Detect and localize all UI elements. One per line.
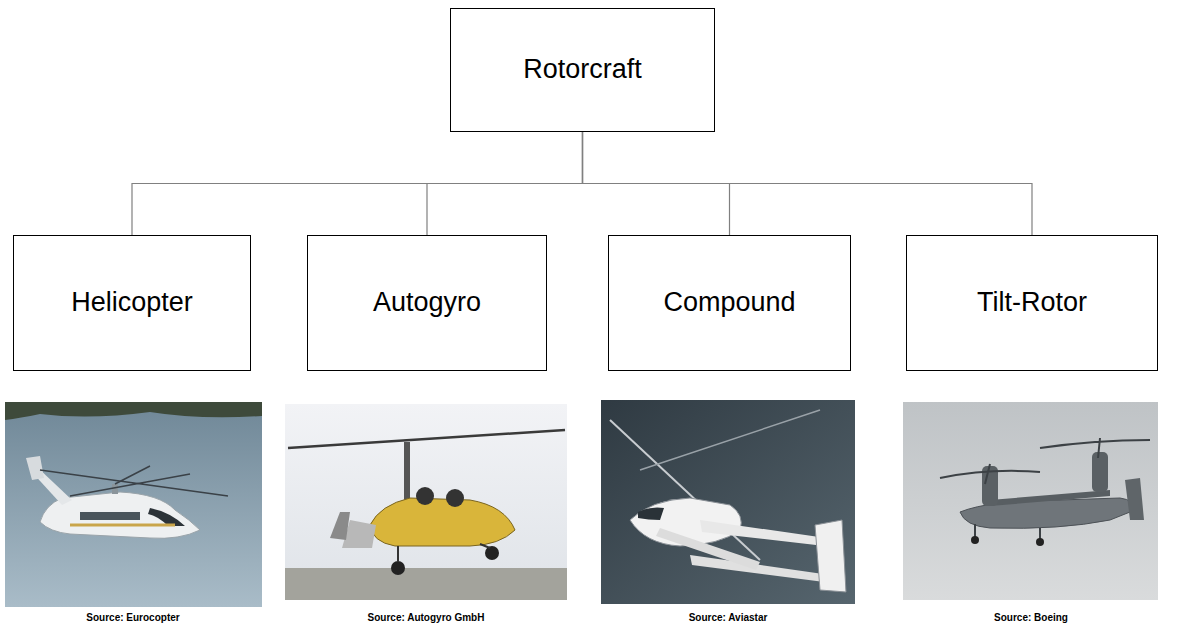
cockpit-window <box>148 508 185 526</box>
box-label: Autogyro <box>373 287 481 318</box>
pilot-helmet <box>416 487 434 505</box>
category-box: Autogyro <box>307 235 547 371</box>
source-caption: Source: Autogyro GmbH <box>291 612 561 624</box>
category-box: Helicopter <box>13 235 251 371</box>
box-label: Tilt-Rotor <box>977 287 1087 318</box>
box-label: Helicopter <box>71 287 193 318</box>
runway <box>285 568 567 600</box>
tree-connector <box>132 132 583 235</box>
autogyro-body <box>370 498 515 546</box>
category-box: Compound <box>608 235 851 371</box>
root-box: Rotorcraft <box>450 8 715 132</box>
wheel <box>1036 538 1044 546</box>
tail-fin <box>26 456 44 480</box>
wheel <box>485 546 499 560</box>
rotor-mast <box>404 442 410 500</box>
shoreline <box>5 402 262 420</box>
source-caption: Source: Boeing <box>911 612 1151 624</box>
cabin-windows <box>80 512 140 520</box>
wing <box>990 490 1110 506</box>
cockpit-window <box>638 508 664 521</box>
tree-connector <box>583 132 1033 235</box>
tail-fin <box>330 512 350 540</box>
wing <box>656 528 760 570</box>
rotor-mast <box>112 484 118 494</box>
source-caption: Source: Eurocopter <box>13 612 253 624</box>
wheel <box>971 536 979 544</box>
ground-background <box>601 400 855 604</box>
rotor-blade <box>288 430 565 448</box>
wheel <box>391 561 405 575</box>
helicopter-photo <box>5 402 262 607</box>
proprotor <box>1040 438 1150 458</box>
rotor-blade <box>640 410 820 470</box>
source-caption: Source: Aviastar <box>608 612 848 624</box>
tail-fin <box>815 520 846 592</box>
tree-connector <box>427 132 583 235</box>
landing-gear <box>975 524 1040 540</box>
tiltrotor-photo <box>903 402 1158 600</box>
tail-boom <box>690 555 832 583</box>
nacelle <box>1092 452 1108 492</box>
compound-photo <box>601 400 855 604</box>
landing-gear <box>398 544 490 562</box>
stripe <box>70 524 175 527</box>
proprotor <box>940 464 1040 484</box>
rotor-blades <box>40 466 228 496</box>
box-label: Rotorcraft <box>523 54 642 85</box>
sky-background <box>285 404 567 600</box>
tail-fin <box>1125 478 1144 520</box>
passenger-helmet <box>446 489 464 507</box>
autogyro-photo <box>285 404 567 600</box>
box-label: Compound <box>663 287 795 318</box>
category-box: Tilt-Rotor <box>906 235 1158 371</box>
sky-background <box>903 402 1158 600</box>
water-background <box>5 402 262 607</box>
